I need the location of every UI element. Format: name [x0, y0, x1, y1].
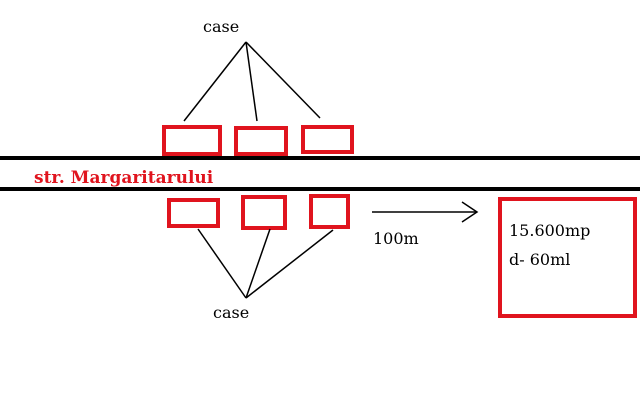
house-top-2 [234, 126, 288, 156]
plot-frontage: d- 60ml [509, 250, 570, 269]
house-bottom-1 [167, 198, 220, 228]
houses-bottom [167, 194, 350, 230]
house-top-3 [301, 125, 354, 154]
houses-top [162, 125, 354, 156]
plot-box [498, 197, 637, 318]
street-name: str. Margaritarului [34, 168, 214, 188]
houses-label-bottom: case [213, 303, 249, 322]
house-bottom-3 [309, 194, 350, 229]
houses-label-top: case [203, 17, 239, 36]
house-bottom-2 [241, 195, 287, 230]
leader-lines-bottom [197, 228, 334, 299]
leader-lines-top [183, 41, 321, 122]
house-top-1 [162, 125, 222, 156]
distance-label: 100m [373, 229, 419, 248]
distance-arrow [372, 201, 479, 223]
plot-area: 15.600mp [509, 221, 590, 240]
